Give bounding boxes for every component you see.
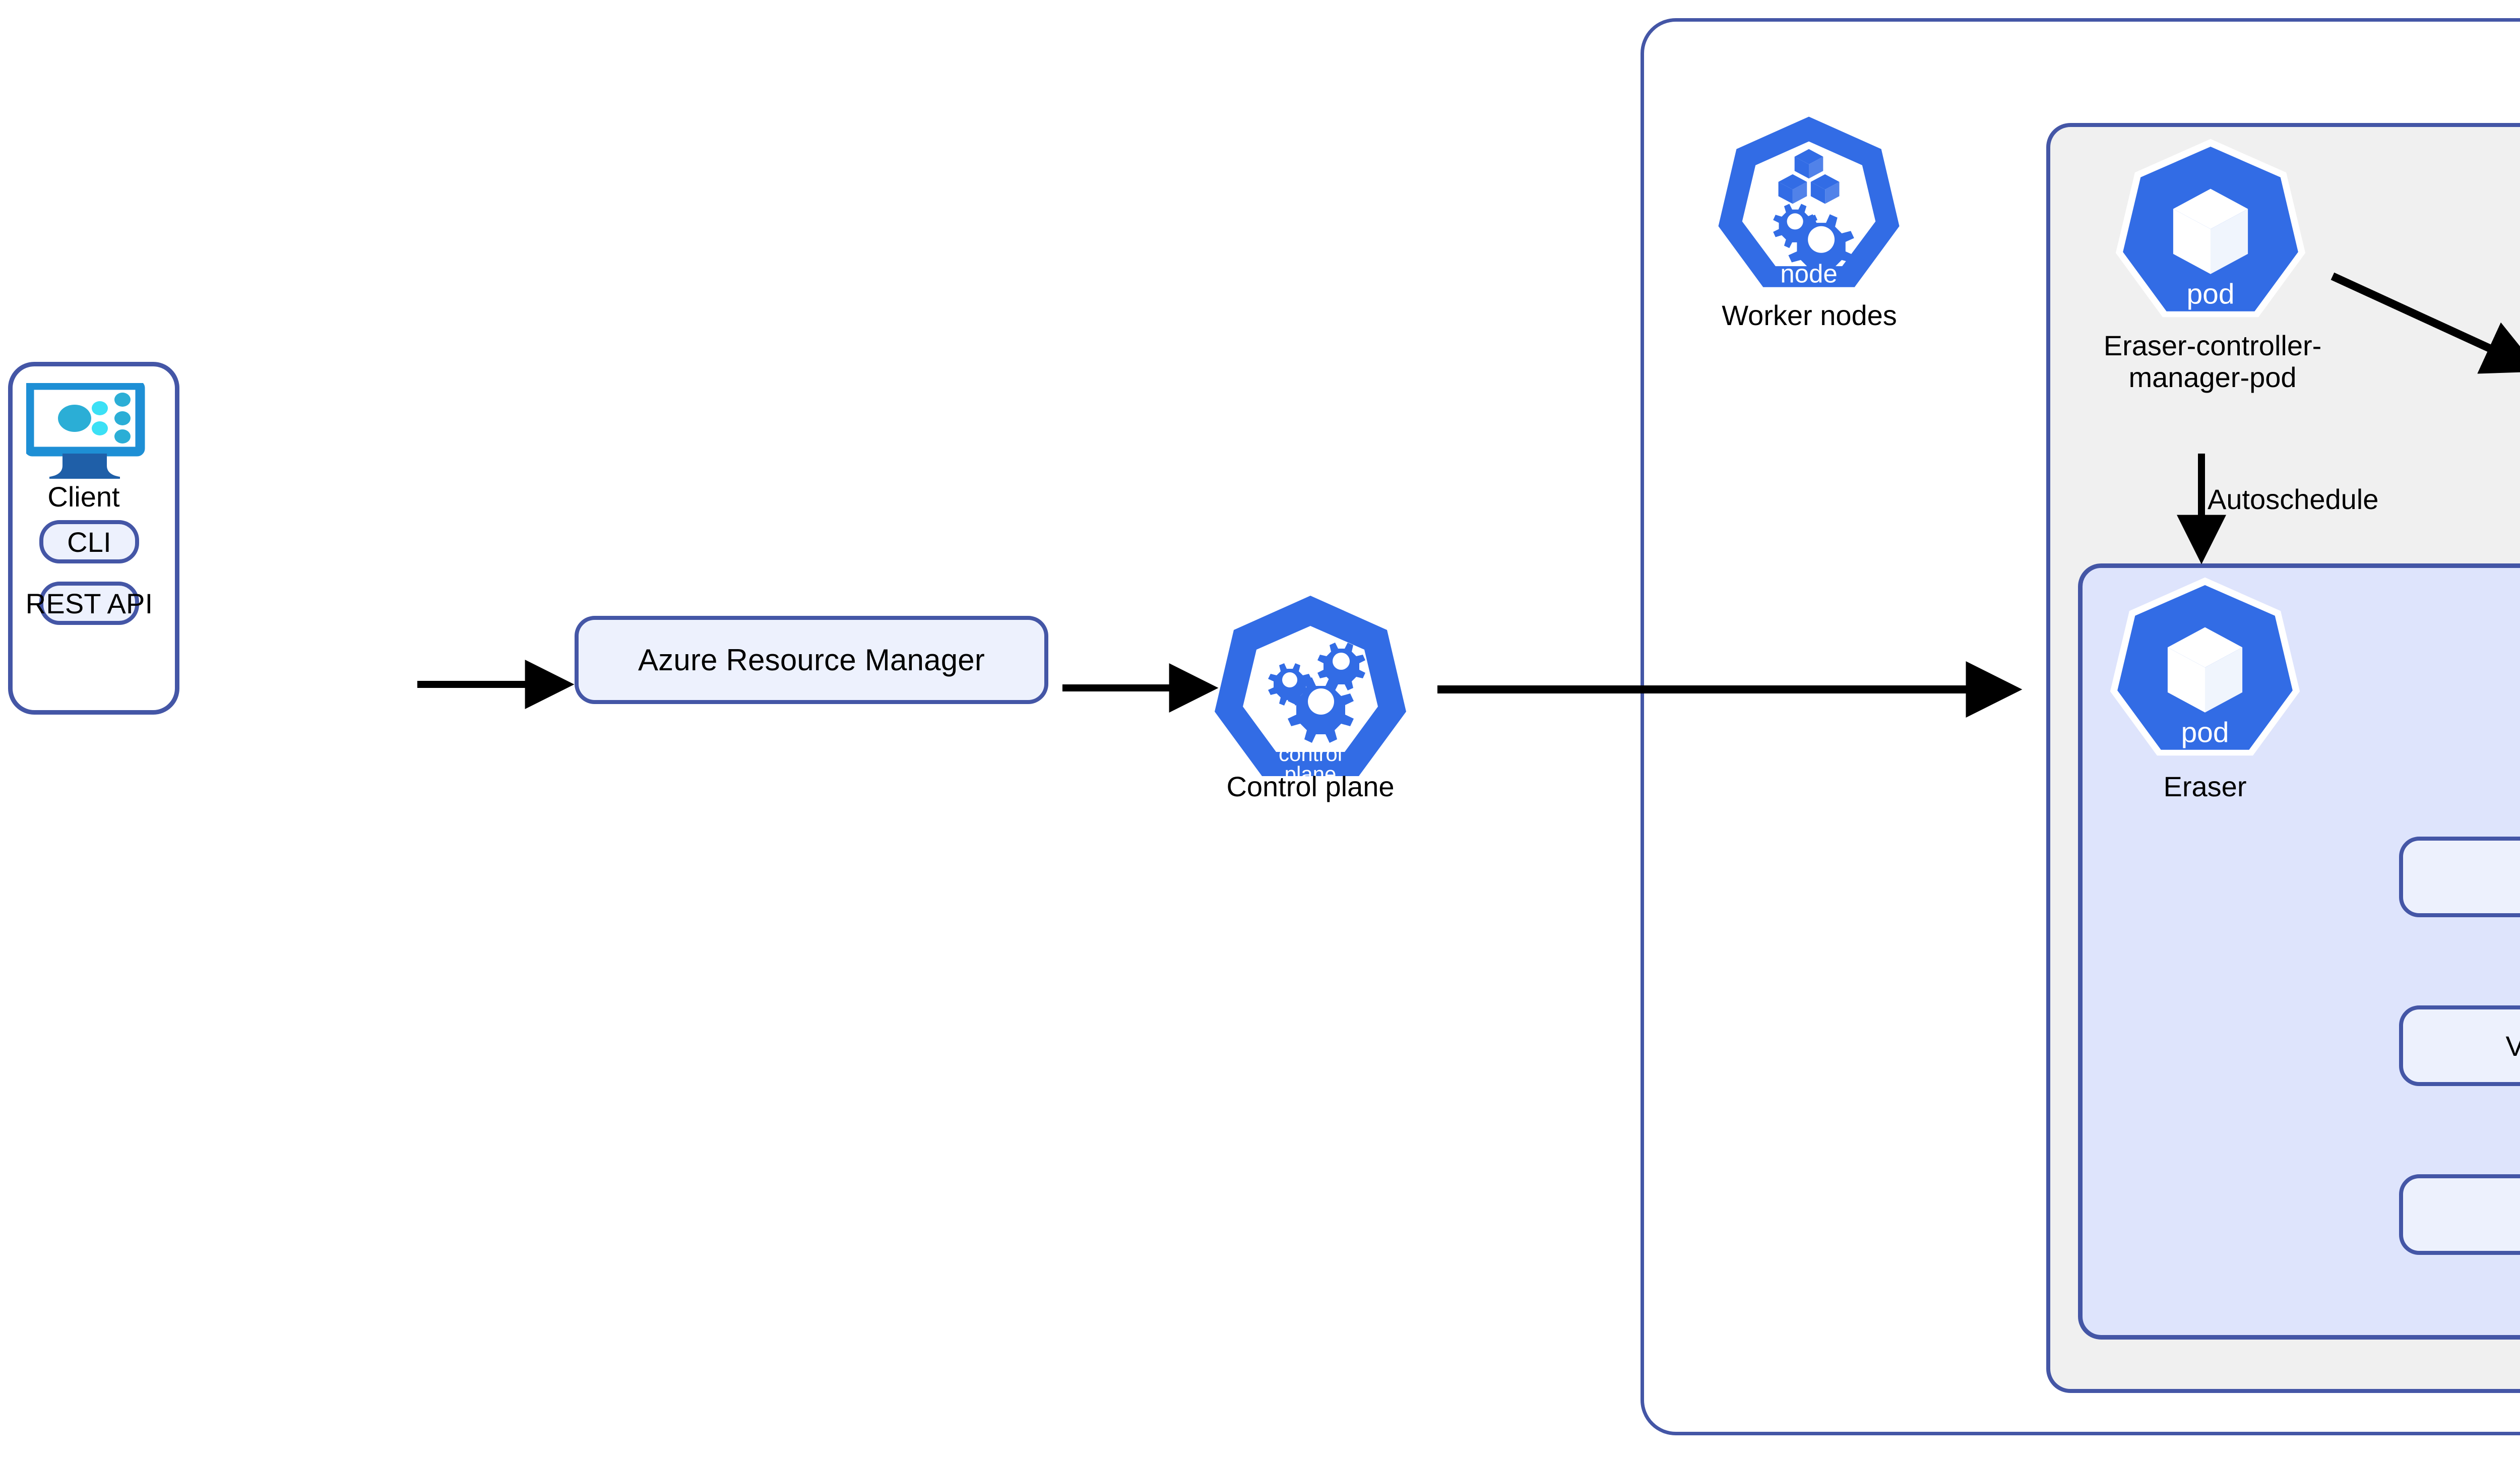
kubernetes-pod-icon: pod (2115, 137, 2306, 329)
azure-resource-manager-box[interactable]: Azure Resource Manager (575, 616, 1048, 704)
pipeline-step-remover[interactable]: Remover (2399, 1174, 2520, 1255)
client-option-rest-api[interactable]: REST API (26, 582, 153, 625)
eraser-pod-caption: Eraser (2163, 771, 2247, 802)
client-monitor-icon (24, 380, 162, 479)
client-caption: Client (47, 481, 120, 513)
pipeline-step-collector[interactable]: Collector (2399, 837, 2520, 917)
pipeline-step-vulnerability-scanner[interactable]: Vulnerability scanner (2399, 1005, 2520, 1086)
svg-text:pod: pod (2181, 717, 2229, 749)
client-option-cli-label: CLI (67, 526, 111, 558)
svg-text:pod: pod (2186, 278, 2234, 310)
client-option-cli[interactable]: CLI (39, 520, 139, 563)
svg-text:node: node (1780, 259, 1838, 288)
svg-text:plane: plane (1285, 762, 1337, 786)
client-option-rest-api-label: REST API (25, 587, 153, 619)
autoschedule-edge-label: Autoschedule (2208, 483, 2379, 515)
eraser-controller-manager-pod-caption: Eraser-controller- manager-pod (2103, 330, 2322, 393)
worker-nodes-caption: Worker nodes (1722, 299, 1897, 331)
svg-text:control: control (1279, 742, 1342, 766)
kubernetes-node-icon: node (1714, 112, 1904, 302)
kubernetes-control-plane-icon: control plane (1210, 591, 1411, 792)
control-plane-caption: Control plane (1226, 771, 1395, 802)
kubernetes-pod-icon: pod (2109, 576, 2301, 767)
azure-resource-manager-label: Azure Resource Manager (638, 643, 985, 677)
pipeline-step-vulnerability-scanner-label: Vulnerability scanner (2505, 1030, 2520, 1062)
